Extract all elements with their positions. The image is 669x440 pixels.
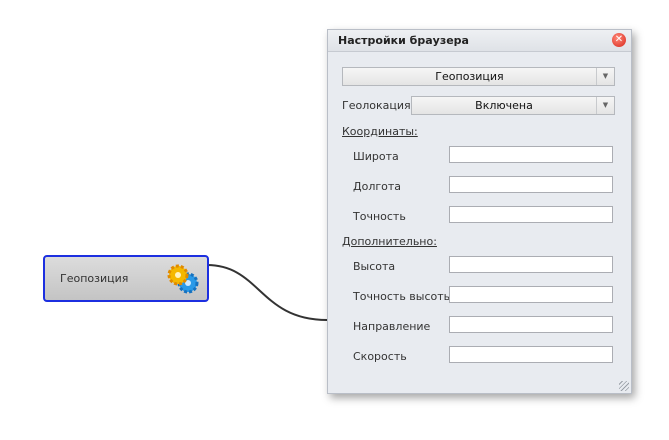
altitude-accuracy-input[interactable] [449, 286, 613, 303]
altitude-input[interactable] [449, 256, 613, 273]
geolocation-label: Геолокация [342, 99, 411, 112]
panel-header: Настройки браузера ✕ [328, 30, 631, 52]
geolocation-select-value: Включена [475, 99, 533, 112]
accuracy-input[interactable] [449, 206, 613, 223]
coordinates-heading: Координаты: [342, 125, 418, 138]
speed-input[interactable] [449, 346, 613, 363]
chevron-down-icon[interactable]: ▼ [596, 97, 614, 114]
additional-heading: Дополнительно: [342, 235, 437, 248]
panel-title: Настройки браузера [338, 34, 469, 47]
chevron-down-icon[interactable]: ▼ [596, 68, 614, 85]
close-icon[interactable]: ✕ [612, 33, 626, 47]
browser-settings-panel: Настройки браузера ✕ Геопозиция ▼ Геолок… [327, 29, 632, 394]
resize-grip-icon[interactable] [619, 381, 629, 391]
latitude-label: Широта [353, 150, 399, 163]
geolocation-select[interactable]: Включена ▼ [411, 96, 615, 115]
gears-icon [167, 264, 199, 294]
longitude-input[interactable] [449, 176, 613, 193]
geoposition-node[interactable]: Геопозиция [43, 255, 209, 302]
altitude-accuracy-label: Точность высоты [353, 290, 453, 303]
category-select-value: Геопозиция [435, 70, 504, 83]
heading-input[interactable] [449, 316, 613, 333]
node-label: Геопозиция [60, 272, 129, 285]
altitude-label: Высота [353, 260, 396, 273]
heading-label: Направление [353, 320, 431, 333]
category-select[interactable]: Геопозиция ▼ [342, 67, 615, 86]
latitude-input[interactable] [449, 146, 613, 163]
accuracy-label: Точность [353, 210, 406, 223]
longitude-label: Долгота [353, 180, 402, 193]
speed-label: Скорость [353, 350, 407, 363]
